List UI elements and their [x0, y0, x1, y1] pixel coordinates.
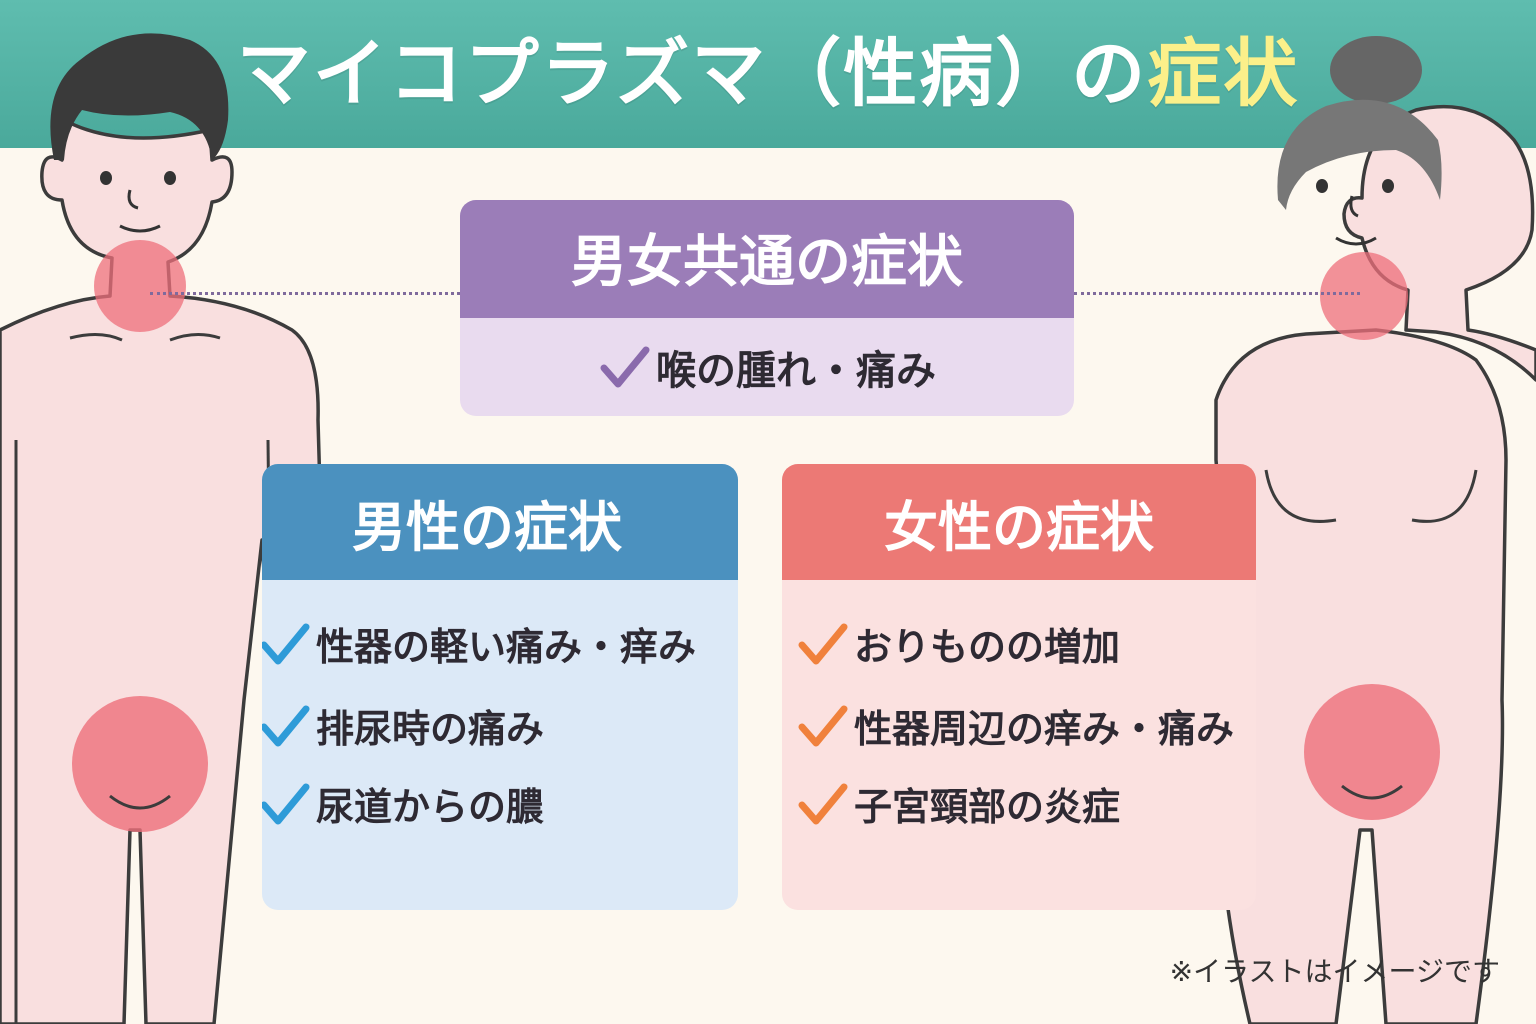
check-icon	[798, 705, 848, 746]
male-symptom-label: 性器の軽い痛み・痒み	[316, 625, 697, 669]
common-symptoms-card: 男女共通の症状 喉の腫れ・痛み	[460, 200, 1074, 416]
common-symptoms-heading: 男女共通の症状	[460, 200, 1074, 318]
male-symptom-label: 排尿時の痛み	[316, 707, 545, 751]
female-symptoms-heading: 女性の症状	[782, 464, 1256, 580]
female-symptom-label: おりものの増加	[854, 625, 1121, 669]
check-icon	[798, 783, 848, 824]
male-groin-spot	[72, 696, 208, 832]
connector-line-left	[150, 292, 460, 295]
male-throat-spot	[94, 240, 186, 332]
female-symptom-item: 性器周辺の痒み・痛み	[796, 698, 1234, 753]
page-title: マイコプラズマ（性病）の症状	[236, 31, 1300, 117]
female-throat-spot	[1320, 252, 1408, 340]
male-symptom-label: 尿道からの膿	[316, 785, 545, 829]
title-highlight: 症状	[1147, 31, 1300, 117]
common-symptom-item: 喉の腫れ・痛み	[460, 318, 1074, 416]
female-symptom-label: 子宮頸部の炎症	[854, 785, 1121, 829]
check-icon	[262, 783, 310, 824]
male-symptoms-card: 男性の症状 性器の軽い痛み・痒み 排尿時の痛み 尿道からの膿	[262, 464, 738, 910]
female-symptom-item: 子宮頸部の炎症	[796, 776, 1120, 831]
male-symptom-item: 排尿時の痛み	[262, 698, 544, 753]
male-hair	[50, 33, 229, 161]
connector-line-right	[1074, 292, 1360, 295]
female-face	[1316, 179, 1394, 246]
male-symptom-item: 尿道からの膿	[262, 776, 544, 831]
illustration-footnote: ※イラストはイメージです	[1169, 955, 1500, 988]
male-symptom-item: 性器の軽い痛み・痒み	[262, 616, 696, 671]
male-symptoms-heading: 男性の症状	[262, 464, 738, 580]
common-symptom-label: 喉の腫れ・痛み	[656, 348, 936, 394]
check-icon	[600, 346, 650, 388]
check-icon	[262, 623, 310, 664]
female-hair	[1277, 36, 1442, 210]
header-band	[0, 0, 1536, 148]
check-icon	[798, 623, 848, 664]
male-face	[100, 171, 176, 233]
female-symptom-item: おりものの増加	[796, 616, 1120, 671]
female-symptom-label: 性器周辺の痒み・痛み	[854, 707, 1235, 751]
check-icon	[262, 705, 310, 746]
female-symptoms-card: 女性の症状 おりものの増加 性器周辺の痒み・痛み 子宮頸部の炎症	[782, 464, 1256, 910]
female-groin-spot	[1304, 684, 1440, 820]
